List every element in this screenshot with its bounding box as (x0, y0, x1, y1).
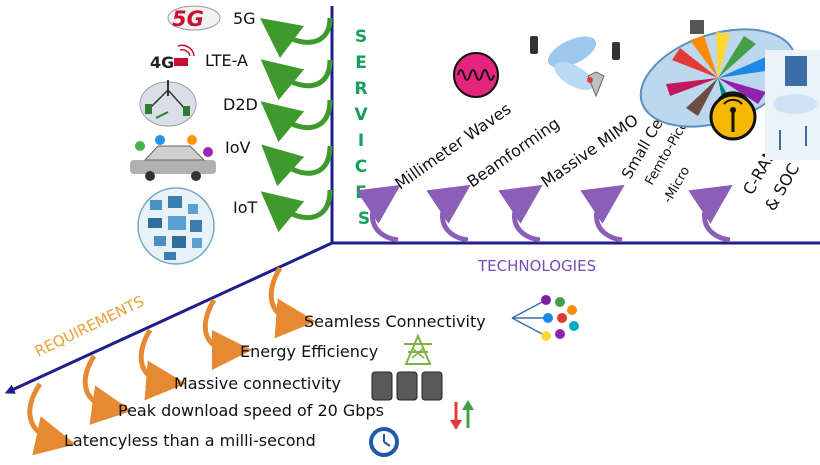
services-title-letter: E (355, 53, 367, 73)
requirement-label: Seamless Connectivity (304, 312, 486, 331)
iot-devices-icon (137, 187, 215, 265)
services-title-letter: I (358, 131, 364, 151)
requirement-label: Peak download speed of 20 Gbps (118, 401, 384, 420)
services-title-letter: R (354, 79, 367, 99)
service-label: LTE-A (205, 51, 248, 70)
technology-label: Millimeter Waves (391, 99, 514, 193)
services-title-letter: S (355, 27, 367, 47)
orange-arrow (268, 266, 316, 339)
requirement-label: Massive connectivity (174, 374, 341, 393)
services-title: S E R V I C E S (354, 27, 373, 229)
green-arrow (260, 59, 333, 101)
purple-arrow (688, 184, 733, 243)
small-cell-icon (709, 91, 757, 141)
services-title-letter: C (355, 157, 367, 177)
waveform-icon (453, 52, 499, 98)
services-group: 5G LTE-A D2D IoV IoT 5G 4G (130, 5, 333, 265)
orange-arrow (138, 328, 186, 401)
requirement-label: Latencyless than a milli-second (64, 431, 316, 450)
service-label: IoT (233, 198, 258, 217)
antenna-beam-icon (530, 36, 620, 98)
4g-lte-logo-icon: 4G (150, 44, 195, 72)
technologies-title: TECHNOLOGIES (477, 257, 596, 275)
phones-icon (371, 371, 443, 401)
device-to-device-icon (139, 80, 197, 127)
network-nodes-icon (511, 295, 579, 341)
power-tower-icon (404, 333, 432, 365)
services-title-letter: E (355, 183, 367, 203)
svg-text:5G: 5G (172, 7, 204, 31)
svg-text:4G: 4G (150, 53, 174, 72)
technologies-group: Millimeter Waves Beamforming Massive MIM… (356, 20, 820, 243)
purple-arrow (356, 184, 401, 243)
5g-logo-icon: 5G (167, 5, 221, 31)
requirements-group: Seamless Connectivity Energy Efficiency … (27, 266, 579, 457)
svg-text:S E R V: S E R V I C E S (354, 27, 373, 229)
requirement-label: Energy Efficiency (240, 342, 378, 361)
service-label: IoV (225, 138, 251, 157)
clock-icon (369, 427, 399, 457)
green-arrow (260, 99, 333, 143)
purple-arrow (580, 184, 625, 243)
orange-arrow (82, 354, 132, 425)
up-down-arrows-icon (450, 400, 474, 430)
service-label: D2D (223, 95, 258, 114)
green-arrow (261, 144, 333, 187)
orange-arrow (27, 382, 76, 456)
cloud-ran-icon (765, 50, 820, 160)
green-arrow (259, 17, 333, 58)
services-title-letter: S (358, 209, 370, 229)
connected-car-icon (130, 135, 216, 181)
services-title-letter: V (354, 105, 368, 125)
purple-arrow (498, 184, 543, 243)
requirements-title: REQUIREMENTS (32, 292, 147, 360)
green-arrow (260, 189, 333, 233)
service-label: 5G (233, 9, 256, 28)
purple-arrow (426, 184, 471, 243)
orange-arrow (202, 298, 252, 370)
